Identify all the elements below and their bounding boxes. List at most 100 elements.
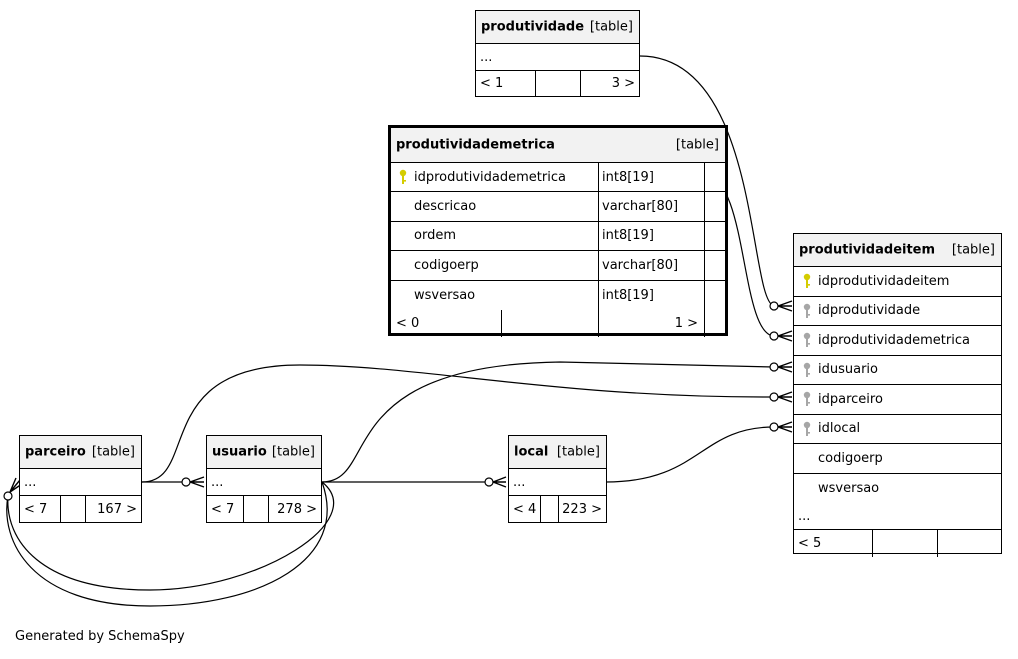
column-name: idusuario xyxy=(818,362,878,378)
children-count[interactable]: 1 > xyxy=(598,309,704,337)
table-name: produtividadeitem xyxy=(799,242,936,258)
column-row[interactable]: idprodutividademetrica xyxy=(794,326,1001,356)
table-kind: [table] xyxy=(675,137,719,153)
column-spacer xyxy=(704,163,725,192)
children-count[interactable]: 167 > xyxy=(85,496,141,522)
column-name: descricao xyxy=(414,199,477,215)
parents-count[interactable]: < 7 xyxy=(24,501,48,517)
crows-foot-icon xyxy=(777,300,793,312)
foreign-key-icon xyxy=(802,362,812,378)
edge-end-circle xyxy=(484,477,494,487)
column-name-cell: idprodutividade xyxy=(802,297,920,326)
primary-key-icon xyxy=(398,169,408,185)
column-name: wsversao xyxy=(818,480,880,496)
table-header: produtividademetrica [table] xyxy=(391,128,725,163)
column-name: codigoerp xyxy=(818,450,883,466)
crows-foot-icon xyxy=(492,476,507,488)
column-name: codigoerp xyxy=(414,257,479,273)
table-name: produtividademetrica xyxy=(396,137,555,153)
table-name: local xyxy=(514,444,549,460)
table-footer-row: < 7 167 > xyxy=(20,496,141,522)
elided-label: ... xyxy=(798,508,811,524)
parents-count[interactable]: < 0 xyxy=(396,315,420,331)
column-row[interactable]: idprodutividadeitem xyxy=(794,267,1001,297)
column-name: idparceiro xyxy=(818,391,883,407)
column-row[interactable]: wsversao xyxy=(794,474,1001,504)
crows-foot-icon xyxy=(777,330,793,342)
column-name-cell: descricao xyxy=(398,192,476,220)
footer-divider xyxy=(535,71,580,96)
parents-count[interactable]: < 5 xyxy=(798,536,822,551)
column-name-cell: wsversao xyxy=(802,474,879,504)
elided-columns: ... xyxy=(509,469,606,496)
column-row[interactable]: ordem int8[19] xyxy=(391,221,725,252)
crows-foot-icon xyxy=(189,476,205,488)
edge-end-circle xyxy=(181,477,191,487)
column-name: idprodutividade xyxy=(818,303,921,319)
column-type: varchar[80] xyxy=(598,192,704,221)
parents-count[interactable]: < 7 xyxy=(211,501,235,517)
table-header: produtividade [table] xyxy=(476,11,639,44)
column-row[interactable]: descricao varchar[80] xyxy=(391,192,725,222)
column-name-cell: ordem xyxy=(398,222,456,250)
column-row[interactable]: idusuario xyxy=(794,356,1001,385)
column-name-cell: codigoerp xyxy=(398,251,479,279)
column-name: idprodutividademetrica xyxy=(414,169,566,185)
column-name-cell: idprodutividademetrica xyxy=(802,326,970,355)
parents-count[interactable]: < 4 xyxy=(513,501,537,517)
column-spacer xyxy=(704,221,725,251)
table-produtividademetrica[interactable]: produtividademetrica [table] idprodutivi… xyxy=(388,125,728,337)
edge-usuario-idusuario xyxy=(321,361,775,483)
column-name-cell: idusuario xyxy=(802,356,878,385)
edge-end-circle xyxy=(769,301,779,311)
column-name-cell: idparceiro xyxy=(802,385,883,414)
elided-label: ... xyxy=(480,49,493,65)
children-count[interactable]: 3 > xyxy=(580,71,639,96)
crows-foot-icon xyxy=(777,361,793,373)
column-name-cell: idprodutividadeitem xyxy=(802,267,949,296)
column-name-cell: idprodutividademetrica xyxy=(398,163,566,191)
table-footer-row: < 7 278 > xyxy=(207,496,321,522)
table-local[interactable]: local [table] ... < 4 223 > xyxy=(508,435,607,523)
column-spacer xyxy=(704,192,725,221)
foreign-key-icon xyxy=(802,303,812,319)
children-count[interactable]: 278 > xyxy=(268,496,321,522)
table-kind: [table] xyxy=(951,242,995,258)
table-header: parceiro [table] xyxy=(20,436,141,469)
table-kind: [table] xyxy=(589,19,633,35)
table-usuario[interactable]: usuario [table] ... < 7 278 > xyxy=(206,435,322,523)
column-name-cell: idlocal xyxy=(802,415,860,444)
column-name: idprodutividademetrica xyxy=(818,332,970,348)
elided-label: ... xyxy=(24,474,37,490)
table-name: produtividade xyxy=(481,19,585,35)
table-produtividade[interactable]: produtividade [table] ... < 1 3 > xyxy=(475,10,640,97)
footer-divider xyxy=(501,309,598,337)
column-name: wsversao xyxy=(414,287,476,303)
table-parceiro[interactable]: parceiro [table] ... < 7 167 > xyxy=(19,435,142,523)
table-footer-row: < 5 xyxy=(794,530,1001,557)
footer-divider xyxy=(243,496,268,522)
table-kind: [table] xyxy=(556,444,600,460)
children-count[interactable]: 223 > xyxy=(558,496,606,522)
table-name: usuario xyxy=(212,444,267,460)
elided-columns: ... xyxy=(794,503,1001,530)
column-row[interactable]: idprodutividade xyxy=(794,297,1001,326)
edge-end-circle xyxy=(769,422,779,432)
column-row[interactable]: idparceiro xyxy=(794,385,1001,415)
edge-parceiro-idparceiro xyxy=(141,364,775,483)
column-spacer xyxy=(704,280,725,310)
crows-foot-icon xyxy=(777,391,793,403)
column-row[interactable]: idlocal xyxy=(794,415,1001,444)
foreign-key-icon xyxy=(802,421,812,437)
column-row[interactable]: codigoerp xyxy=(794,444,1001,474)
table-name: parceiro xyxy=(25,444,86,460)
column-type: int8[19] xyxy=(598,221,704,251)
parents-count[interactable]: < 1 xyxy=(480,76,504,91)
crows-foot-icon xyxy=(777,421,793,433)
edge-usuario-parceiro-b xyxy=(6,481,328,607)
table-produtividadeitem[interactable]: produtividadeitem [table] idprodutividad… xyxy=(793,233,1002,557)
